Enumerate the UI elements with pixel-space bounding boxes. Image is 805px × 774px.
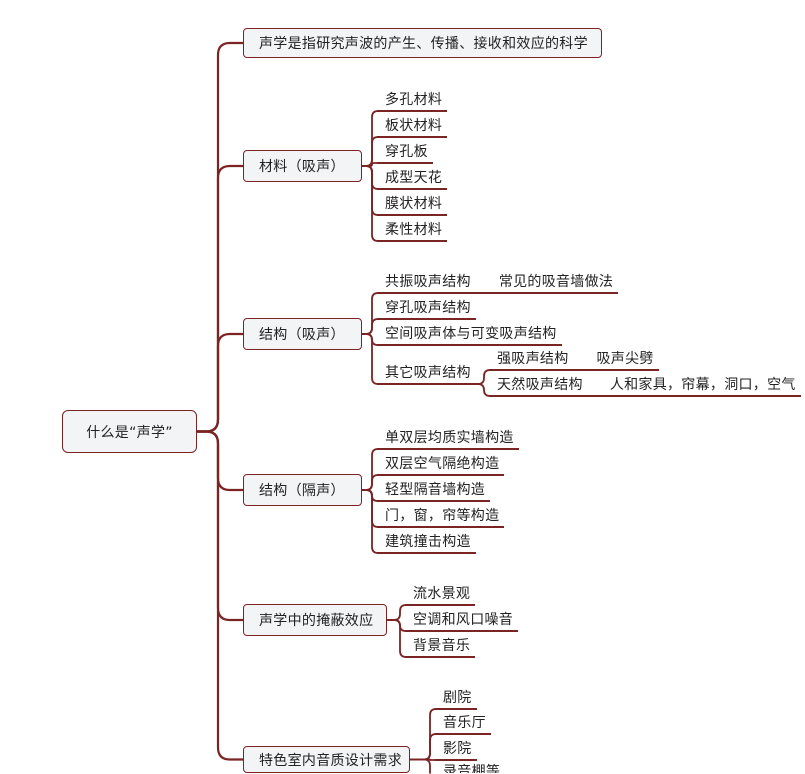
list-item-resonance: 共振吸声结构 常见的吸音墙做法 (377, 273, 619, 294)
list-item: 背景音乐 (405, 637, 476, 658)
connector-line (195, 332, 245, 433)
branch-absorb-structures: 结构（吸声） (243, 318, 362, 350)
connector-line (195, 430, 245, 622)
list-item: 柔性材料 (377, 221, 448, 242)
list-item-natural: 天然吸声结构 人和家具，帘幕，洞口，空气 (489, 376, 801, 397)
sub-item-label: 人和家具，帘幕，洞口，空气 (609, 377, 796, 393)
list-item: 膜状材料 (377, 195, 448, 216)
sub-item-label: 常见的吸音墙做法 (498, 274, 614, 290)
connector-line (361, 165, 379, 190)
sub-item-label: 吸声尖劈 (596, 351, 654, 367)
connector-line (386, 619, 406, 632)
connector-line (361, 292, 379, 335)
connector-line (409, 758, 436, 761)
list-item: 穿孔吸声结构 (377, 299, 476, 320)
branch-masking-effect: 声学中的掩蔽效应 (243, 604, 387, 636)
connector-line (195, 430, 245, 492)
list-item-label: 共振吸声结构 (385, 274, 471, 290)
connector-line (361, 318, 379, 335)
list-item: 影院 (435, 740, 477, 761)
list-item: 多孔材料 (377, 91, 448, 112)
list-item-label: 强吸声结构 (497, 351, 569, 367)
branch-special-rooms: 特色室内音质设计需求 (243, 746, 410, 773)
connector-line (409, 758, 431, 774)
connector-line (195, 164, 245, 433)
connector-line (361, 162, 378, 167)
connector-line (361, 489, 379, 554)
connector-line (361, 474, 379, 491)
list-item-strong: 强吸声结构 吸声尖劈 (489, 350, 659, 371)
list-item: 建筑撞击构造 (377, 533, 476, 554)
list-item: 录音棚等 (443, 764, 501, 773)
connector-line (361, 489, 378, 502)
list-item-other: 其它吸声结构 (377, 364, 478, 385)
connector-line (386, 619, 407, 658)
connector-line (195, 430, 245, 761)
branch-definition: 声学是指研究声波的产生、传播、接收和效应的科学 (243, 28, 602, 58)
list-item: 空间吸声体与可变吸声结构 (377, 325, 562, 346)
branch-materials: 材料（吸声） (243, 150, 362, 182)
list-item: 成型天花 (377, 169, 448, 190)
list-item: 双层空气隔绝构造 (377, 455, 505, 476)
connector-line (386, 604, 407, 621)
list-item: 穿孔板 (377, 143, 433, 164)
connector-line (409, 733, 437, 761)
list-item: 音乐厅 (435, 714, 491, 735)
list-item: 板状材料 (377, 117, 448, 138)
branch-isolation-structures: 结构（隔声） (243, 474, 362, 506)
list-item: 流水景观 (405, 585, 476, 606)
connector-line (361, 333, 379, 385)
connector-line (361, 333, 378, 346)
connector-line (361, 136, 379, 167)
connector-line (361, 165, 379, 216)
connector-line (361, 110, 379, 167)
connector-line (361, 448, 379, 491)
connector-line (361, 165, 379, 242)
list-item-label: 天然吸声结构 (497, 377, 583, 393)
list-item: 轻型隔音墙构造 (377, 481, 491, 502)
connector-line (195, 41, 245, 433)
list-item: 空调和风口噪音 (405, 611, 519, 632)
connector-line (409, 708, 437, 761)
root-node: 什么是“声学” (62, 410, 197, 453)
list-item: 剧院 (435, 689, 477, 710)
list-item: 门，窗，帘等构造 (377, 507, 505, 528)
connector-line (361, 489, 379, 528)
list-item: 单双层均质实墙构造 (377, 429, 519, 450)
